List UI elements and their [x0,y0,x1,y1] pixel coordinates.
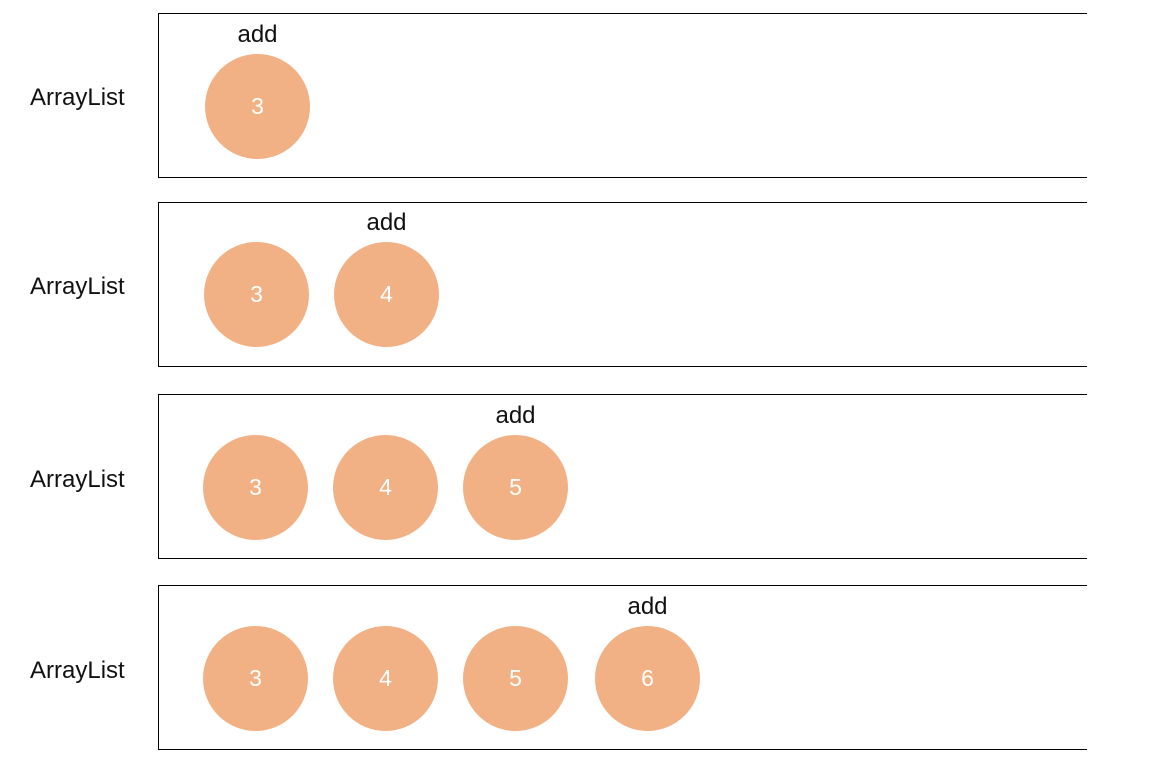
row-2-element-1: 3 [204,242,309,347]
row-4-label: ArrayList [30,657,125,684]
row-2-element-2: 4 [334,242,439,347]
row-2-label: ArrayList [30,273,125,300]
row-2-add-label: add [366,209,407,236]
row-4-element-3: 5 [463,626,568,731]
row-1-box [158,13,1087,178]
row-3-element-1: 3 [203,435,308,540]
row-1-element-1: 3 [205,54,310,159]
row-1-add-label: add [237,21,278,48]
row-4-box [158,585,1087,750]
row-2-box [158,202,1087,367]
row-1-label: ArrayList [30,84,125,111]
row-3-label: ArrayList [30,466,125,493]
row-4-element-4: 6 [595,626,700,731]
row-4-element-2: 4 [333,626,438,731]
row-3-add-label: add [495,402,536,429]
row-4-add-label: add [627,593,668,620]
row-3-element-2: 4 [333,435,438,540]
row-3-element-3: 5 [463,435,568,540]
row-3-box [158,394,1087,559]
row-4-element-1: 3 [203,626,308,731]
